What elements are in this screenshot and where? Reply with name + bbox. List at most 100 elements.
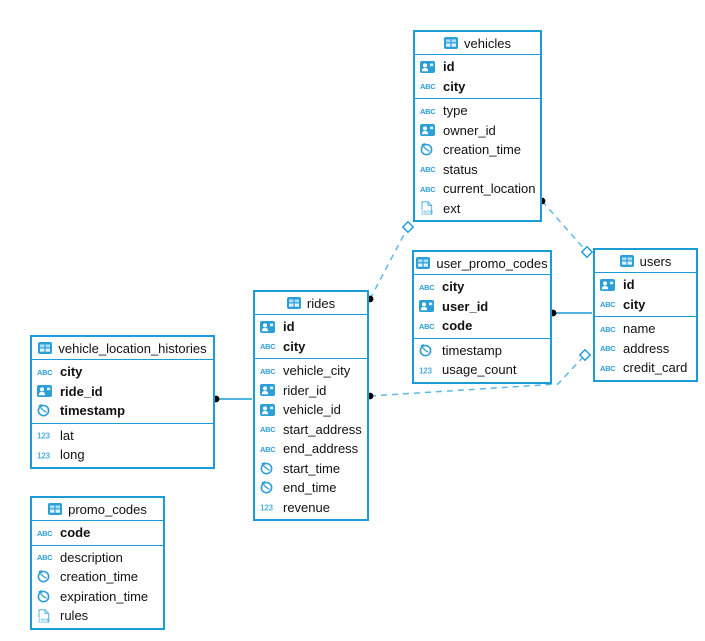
abc-icon: ABC xyxy=(419,321,438,331)
column-row-id: id xyxy=(255,317,367,337)
column-label: city xyxy=(283,338,306,354)
svg-text:JSON: JSON xyxy=(421,210,433,215)
number-icon: 123 xyxy=(419,365,438,375)
column-label: timestamp xyxy=(60,403,126,419)
svg-text:ABC: ABC xyxy=(260,445,276,454)
column-label: end_address xyxy=(283,441,359,457)
id-card-icon xyxy=(260,384,279,397)
abc-icon: ABC xyxy=(260,341,279,351)
abc-icon: ABC xyxy=(260,366,279,376)
id-card-icon xyxy=(419,300,438,313)
column-row-ride_id: ride_id xyxy=(32,382,213,402)
id-card-icon xyxy=(420,60,439,73)
column-row-code: ABC code xyxy=(32,523,163,543)
json-icon: JSON xyxy=(420,201,439,215)
column-row-end_address: ABC end_address xyxy=(255,439,367,459)
table-icon xyxy=(48,503,63,515)
column-label: code xyxy=(60,525,91,541)
column-row-creation_time: creation_time xyxy=(32,567,163,587)
table-header[interactable]: vehicles xyxy=(415,32,540,55)
clock-icon xyxy=(260,481,279,494)
svg-text:ABC: ABC xyxy=(419,322,435,331)
table-header[interactable]: promo_codes xyxy=(32,498,163,521)
svg-text:ABC: ABC xyxy=(260,342,276,351)
column-label: end_time xyxy=(283,480,337,496)
column-label: code xyxy=(442,318,473,334)
column-row-start_time: start_time xyxy=(255,459,367,479)
clock-icon xyxy=(37,589,56,603)
abc-icon: ABC xyxy=(600,343,619,353)
column-row-rider_id: rider_id xyxy=(255,381,367,401)
column-label: city xyxy=(443,78,466,94)
column-label: address xyxy=(623,340,670,356)
abc-icon: ABC xyxy=(420,81,439,91)
svg-text:123: 123 xyxy=(419,366,433,375)
column-label: timestamp xyxy=(442,342,502,358)
abc-icon: ABC xyxy=(420,164,439,174)
table-icon xyxy=(38,342,53,354)
column-label: city xyxy=(623,296,646,312)
column-label: city xyxy=(60,364,83,380)
clock-icon xyxy=(420,143,439,156)
column-label: id xyxy=(623,277,635,293)
column-row-id: id xyxy=(415,57,540,77)
column-label: city xyxy=(442,279,465,295)
abc-icon: ABC xyxy=(260,424,279,434)
column-row-timestamp: timestamp xyxy=(32,401,213,421)
primary-key-section: ABC code xyxy=(32,521,163,546)
abc-icon: ABC xyxy=(420,184,439,194)
svg-text:ABC: ABC xyxy=(419,283,435,292)
column-row-creation_time: creation_time xyxy=(415,140,540,160)
svg-text:123: 123 xyxy=(37,451,51,460)
svg-text:ABC: ABC xyxy=(420,107,436,116)
column-label: id xyxy=(443,59,455,75)
column-row-address: ABC address xyxy=(595,339,696,359)
column-label: id xyxy=(283,319,295,335)
svg-text:123: 123 xyxy=(37,432,51,441)
column-row-city: ABC city xyxy=(414,277,550,297)
relationship-line-rides-to-vehicles[interactable] xyxy=(369,226,409,300)
id-card-icon xyxy=(260,320,279,333)
number-icon: 123 xyxy=(37,450,56,460)
svg-text:ABC: ABC xyxy=(260,425,276,434)
table-header[interactable]: rides xyxy=(255,292,367,315)
abc-icon: ABC xyxy=(37,528,56,538)
relationship-line-vehicles-to-users[interactable] xyxy=(541,200,587,252)
table-header[interactable]: vehicle_location_histories xyxy=(32,337,213,360)
column-row-owner_id: owner_id xyxy=(415,121,540,141)
relationship-line-rides-to-users[interactable] xyxy=(369,355,585,397)
clock-icon xyxy=(37,404,56,417)
column-label: creation_time xyxy=(443,142,522,158)
column-label: owner_id xyxy=(443,122,496,138)
abc-icon: ABC xyxy=(37,552,56,562)
svg-text:ABC: ABC xyxy=(37,368,53,377)
id-card-icon xyxy=(37,385,56,398)
svg-text:ABC: ABC xyxy=(600,344,616,353)
column-label: expiration_time xyxy=(60,588,149,604)
svg-text:ABC: ABC xyxy=(420,165,436,174)
column-label: start_time xyxy=(283,460,341,476)
column-label: ext xyxy=(443,200,461,216)
table-header[interactable]: users xyxy=(595,250,696,273)
column-label: rider_id xyxy=(283,382,327,398)
table-header[interactable]: user_promo_codes xyxy=(414,252,550,275)
abc-icon: ABC xyxy=(37,367,56,377)
